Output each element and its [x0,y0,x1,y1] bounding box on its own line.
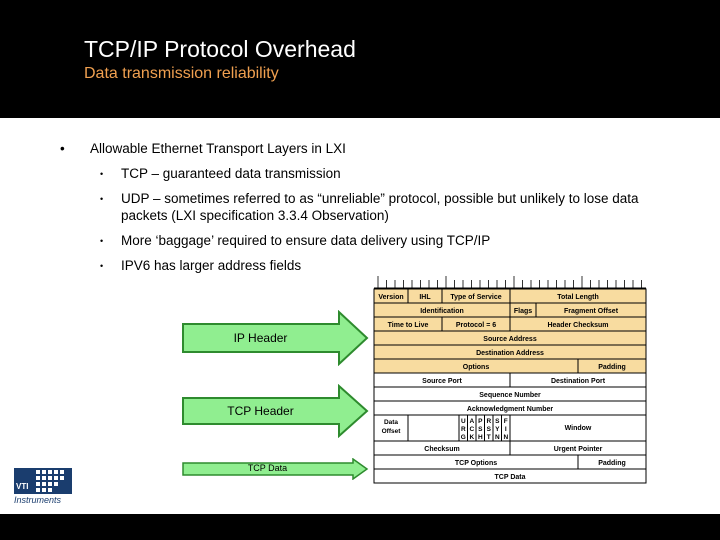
logo-text: VTI [16,482,28,491]
tcp-sequence-number: Sequence Number [479,392,541,399]
sub-bullet-ipv6: • IPV6 has larger address fields [60,257,640,274]
arrow-shape-icon [182,383,369,439]
tcp-source-port: Source Port [422,378,462,385]
svg-text:S: S [478,426,483,433]
svg-text:A: A [469,418,474,425]
ip-header-block: Version IHL Type of Service Total Length… [373,288,647,374]
tcp-padding: Padding [598,460,626,467]
tcp-checksum: Checksum [424,446,459,453]
ip-fragment-offset: Fragment Offset [564,308,619,315]
svg-text:C: C [469,426,474,433]
ip-padding: Padding [598,364,626,371]
ip-total-length: Total Length [557,294,598,301]
svg-text:S: S [487,426,492,433]
tcp-ip-header-diagram: Version IHL Type of Service Total Length… [373,276,647,484]
logo-wordmark: Instruments [14,495,62,505]
sub-bullet-tcp: • TCP – guaranteed data transmission [60,165,640,182]
bullet-list: • Allowable Ethernet Transport Layers in… [60,140,640,282]
tcp-header-arrow: TCP Header [181,383,370,439]
svg-text:R: R [486,418,491,425]
sub-bullet-udp: • UDP – sometimes referred to as “unreli… [60,190,640,224]
title-band [0,0,720,118]
svg-text:Y: Y [495,426,500,433]
bullet-dot: • [60,141,65,156]
ip-type-of-service: Type of Service [450,294,501,301]
svg-text:N: N [503,434,508,441]
svg-text:G: G [461,434,466,441]
svg-text:P: P [478,418,483,425]
tcp-window: Window [565,425,592,432]
arrow-shape-icon [182,309,369,367]
tcp-options: TCP Options [455,460,497,467]
ip-header-arrow: IP Header [181,309,370,367]
svg-text:K: K [469,434,474,441]
ip-header-checksum: Header Checksum [547,322,608,329]
ip-flags: Flags [514,308,532,315]
arrow-shape-icon [182,457,369,481]
footer-band [0,514,720,540]
svg-text:S: S [495,418,500,425]
tcp-destination-port: Destination Port [551,378,606,385]
tcp-data-arrow: TCP Data [181,457,370,481]
sub-bullet-baggage: • More ‘baggage’ required to ensure data… [60,232,640,249]
tcp-flags: URG ACK PSH RST SYN FIN [461,418,509,441]
slide-subtitle: Data transmission reliability [84,65,279,82]
ip-ihl: IHL [419,294,431,301]
bullet-main: • Allowable Ethernet Transport Layers in… [60,140,640,157]
sub-bullet-text: More ‘baggage’ required to ensure data d… [121,233,491,248]
sub-bullet-text: UDP – sometimes referred to as “unreliab… [121,191,639,223]
svg-text:N: N [495,434,500,441]
ip-ttl: Time to Live [388,322,429,329]
tcp-header-block: Source Port Destination Port Sequence Nu… [373,372,647,484]
sub-bullet-text: IPV6 has larger address fields [121,258,302,273]
bullet-main-text: Allowable Ethernet Transport Layers in L… [90,141,346,156]
tcp-data-field: TCP Data [495,474,526,481]
ip-options: Options [463,364,490,371]
svg-text:R: R [461,426,466,433]
tcp-urgent-pointer: Urgent Pointer [554,446,603,453]
sub-bullet-dot: • [100,236,104,246]
svg-text:F: F [504,418,508,425]
ip-protocol: Protocol = 6 [456,322,496,329]
ip-source-address: Source Address [483,336,537,343]
slide-title: TCP/IP Protocol Overhead [84,36,356,62]
tcp-data-label: TCP Data [247,463,288,473]
svg-text:T: T [487,434,491,441]
tcp-acknowledgment-number: Acknowledgment Number [467,406,554,413]
ip-header-label: IP Header [233,331,288,345]
sub-bullet-dot: • [100,194,104,204]
tcp-header-label: TCP Header [227,404,294,418]
svg-text:I: I [505,426,507,433]
sub-bullet-dot: • [100,169,104,179]
sub-bullet-dot: • [100,261,104,271]
sub-bullet-text: TCP – guaranteed data transmission [121,166,341,181]
ip-identification: Identification [420,308,464,315]
svg-text:U: U [461,418,466,425]
bit-ruler-ticks [377,276,642,288]
ip-version: Version [378,294,403,301]
ip-destination-address: Destination Address [476,350,544,357]
vti-logo-icon: VTI [14,468,72,494]
svg-text:H: H [478,434,483,441]
